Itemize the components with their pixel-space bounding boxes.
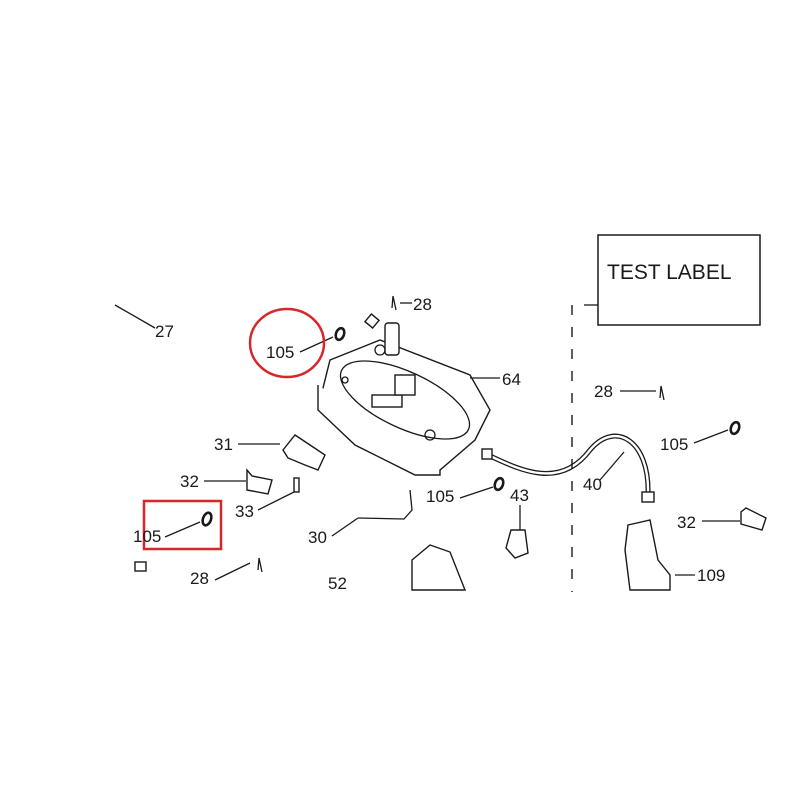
bracket-32	[246, 468, 273, 495]
callout-27: 27	[155, 322, 174, 341]
support-109	[624, 519, 671, 591]
test-label-box	[597, 234, 761, 326]
callout-28: 28	[190, 569, 209, 588]
hose-27	[79, 273, 381, 572]
callout-109: 109	[697, 566, 725, 585]
callout-105: 105	[266, 343, 294, 362]
callout-32: 32	[180, 472, 199, 491]
callout-40: 40	[583, 475, 602, 494]
housing-64	[317, 322, 491, 476]
switch-31	[282, 434, 326, 471]
test-label: TEST LABEL	[607, 261, 732, 284]
hose-40	[481, 433, 655, 503]
callout-105: 105	[660, 435, 688, 454]
callout-105: 105	[133, 527, 161, 546]
callout-52: 52	[328, 574, 347, 593]
clip-icon	[257, 557, 263, 573]
callout-33: 33	[235, 502, 254, 521]
highlight-circle	[248, 307, 326, 379]
callout-28: 28	[594, 382, 613, 401]
clip-icon	[659, 385, 665, 401]
bracket-32-right	[740, 507, 767, 531]
highlight-box	[142, 499, 223, 551]
callout-28: 28	[413, 295, 432, 314]
spring-33	[293, 477, 300, 493]
callout-31: 31	[214, 435, 233, 454]
clip-icon	[391, 295, 397, 311]
microswitch-43	[505, 529, 529, 559]
callout-30: 30	[308, 528, 327, 547]
callout-43: 43	[510, 486, 529, 505]
part-52	[411, 544, 467, 591]
callout-64: 64	[502, 370, 521, 389]
callout-105: 105	[426, 487, 454, 506]
callout-32: 32	[677, 513, 696, 532]
